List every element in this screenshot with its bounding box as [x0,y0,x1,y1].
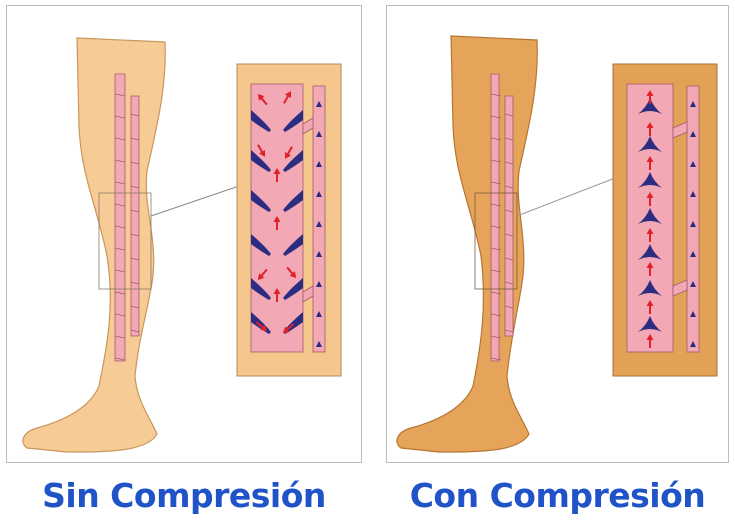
zoom-connector-line [151,186,239,216]
inset-magnified-vein [237,64,341,376]
superficial-vein [131,96,139,336]
inset-magnified-vein [613,64,717,376]
leg-illustration-without-compression [7,6,363,464]
superficial-vein [505,96,513,336]
caption-without-compression: Sin Compresión [6,474,362,518]
panel-with-compression [386,5,729,463]
leg-illustration-with-compression [387,6,730,464]
zoom-connector-line [517,178,615,216]
panel-without-compression [6,5,362,463]
leg-silhouette [23,38,165,452]
leg-silhouette [397,36,537,452]
caption-with-compression: Con Compresión [386,474,729,518]
